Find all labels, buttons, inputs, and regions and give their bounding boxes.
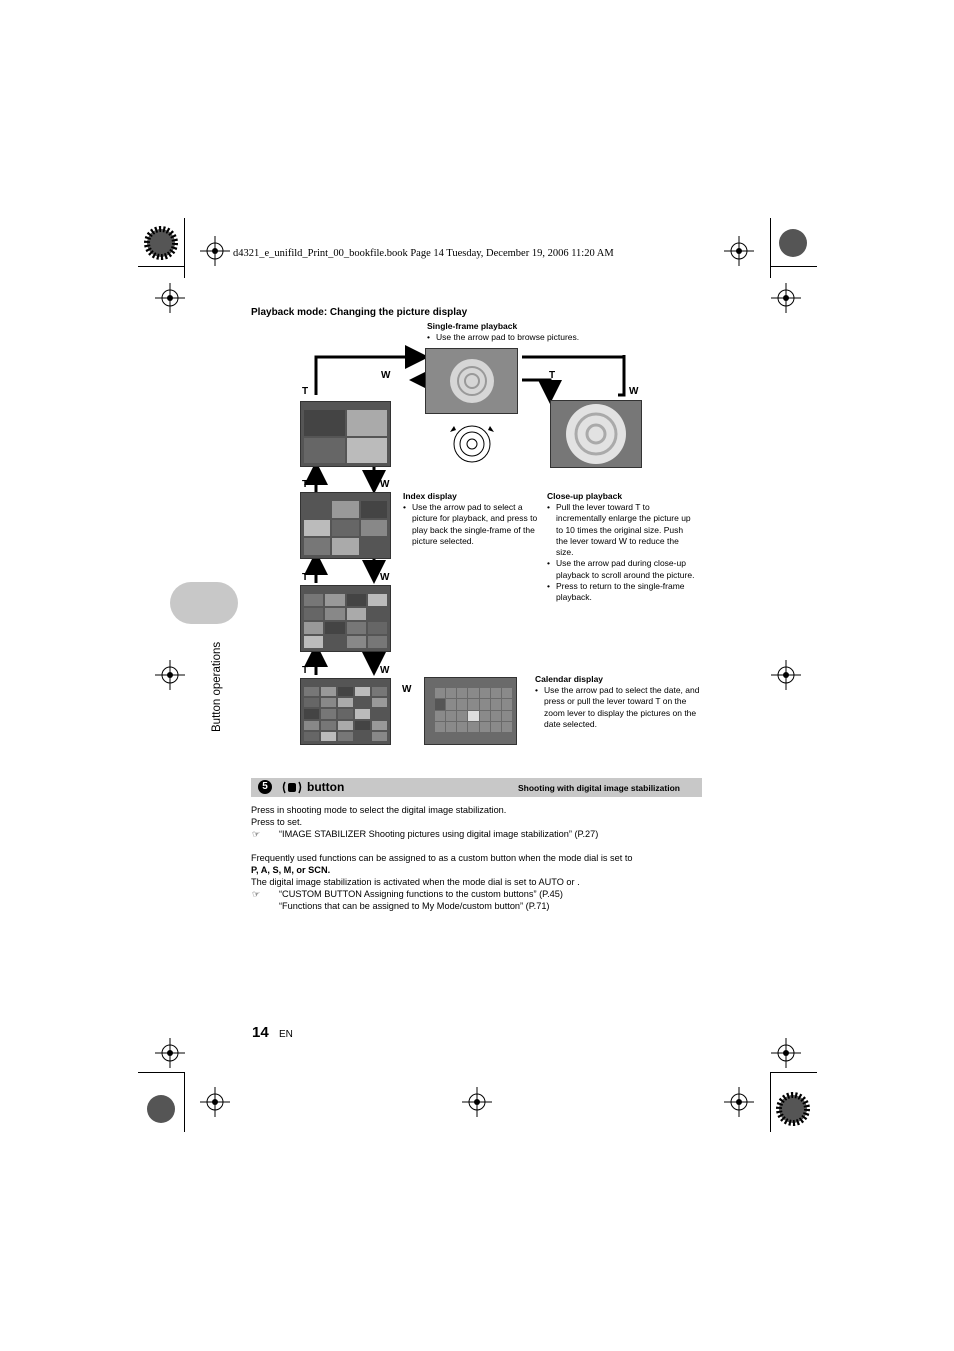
crosshair-icon xyxy=(155,283,185,313)
w-label: W xyxy=(380,572,389,583)
body-line: Frequently used functions can be assigne… xyxy=(251,852,633,864)
calendar-screen xyxy=(424,677,517,745)
rose-image xyxy=(426,349,517,413)
crosshair-icon xyxy=(771,283,801,313)
side-tab xyxy=(170,582,238,624)
w-label: W xyxy=(380,665,389,676)
body-line: “Functions that can be assigned to My Mo… xyxy=(279,900,550,912)
index-title: Index display xyxy=(403,491,457,501)
rose-closeup-image xyxy=(551,401,641,467)
starburst-icon xyxy=(772,222,814,264)
body-line: Press in shooting mode to select the dig… xyxy=(251,804,506,816)
t-label: T xyxy=(302,479,308,490)
crosshair-icon xyxy=(462,1087,492,1117)
side-tab-label: Button operations xyxy=(211,642,223,732)
calendar-bullet: Use the arrow pad to select the date, an… xyxy=(535,685,700,730)
crosshair-icon xyxy=(724,236,754,266)
w-label: W xyxy=(629,386,638,397)
body-line: Press to set. xyxy=(251,816,302,828)
t-label: T xyxy=(302,386,308,397)
crosshair-icon xyxy=(724,1087,754,1117)
image-stabilizer-icon xyxy=(282,780,302,795)
starburst-icon xyxy=(140,1088,182,1130)
crosshair-icon xyxy=(200,236,230,266)
starburst-icon xyxy=(140,222,182,264)
index-4-screen xyxy=(300,401,391,467)
closeup-bullet: Press to return to the single-frame play… xyxy=(547,581,697,604)
t-label: T xyxy=(302,572,308,583)
arrow-pad-icon xyxy=(448,420,496,465)
calendar-title: Calendar display xyxy=(535,674,603,684)
crosshair-icon xyxy=(155,660,185,690)
button-section-subtitle: Shooting with digital image stabilizatio… xyxy=(518,783,680,793)
t-label: T xyxy=(549,370,555,381)
index-16-screen xyxy=(300,585,391,652)
closeup-screen xyxy=(550,400,642,468)
print-header: d4321_e_unifild_Print_00_bookfile.book P… xyxy=(233,248,614,259)
crosshair-icon xyxy=(155,1038,185,1068)
index-bullet: Use the arrow pad to select a picture fo… xyxy=(403,502,543,547)
body-line: “IMAGE STABILIZER Shooting pictures usin… xyxy=(279,828,598,840)
w-label: W xyxy=(402,684,411,695)
starburst-icon xyxy=(772,1088,814,1130)
index-caption: Use the arrow pad to select a picture fo… xyxy=(403,502,543,547)
closeup-title: Close-up playback xyxy=(547,491,622,501)
crosshair-icon xyxy=(771,1038,801,1068)
body-line: P, A, S, M, or SCN. xyxy=(251,864,330,876)
index-25-screen xyxy=(300,678,391,745)
crosshair-icon xyxy=(200,1087,230,1117)
single-frame-title: Single-frame playback xyxy=(427,321,517,331)
single-frame-bullet: Use the arrow pad to browse pictures. xyxy=(427,332,627,343)
closeup-caption: Pull the lever toward T to incrementally… xyxy=(547,502,697,604)
w-label: W xyxy=(381,370,390,381)
page-number: 14 xyxy=(252,1024,269,1041)
closeup-bullet: Pull the lever toward T to incrementally… xyxy=(547,502,697,558)
index-9-screen xyxy=(300,492,391,559)
single-frame-screen xyxy=(425,348,518,414)
section-number-badge: 5 xyxy=(258,780,272,794)
page-language: EN xyxy=(279,1029,293,1040)
button-section-title: button xyxy=(307,780,344,794)
crosshair-icon xyxy=(771,660,801,690)
closeup-bullet: Use the arrow pad during close-up playba… xyxy=(547,558,697,581)
w-label: W xyxy=(380,479,389,490)
section-title: Playback mode: Changing the picture disp… xyxy=(251,307,467,318)
body-line: “CUSTOM BUTTON Assigning functions to th… xyxy=(279,888,563,900)
t-label: T xyxy=(302,665,308,676)
reference-icon: ☞ xyxy=(252,828,260,840)
body-line: The digital image stabilization is activ… xyxy=(251,876,580,888)
reference-icon: ☞ xyxy=(252,888,260,900)
calendar-caption: Use the arrow pad to select the date, an… xyxy=(535,685,700,730)
single-frame-caption: Use the arrow pad to browse pictures. xyxy=(427,332,627,343)
